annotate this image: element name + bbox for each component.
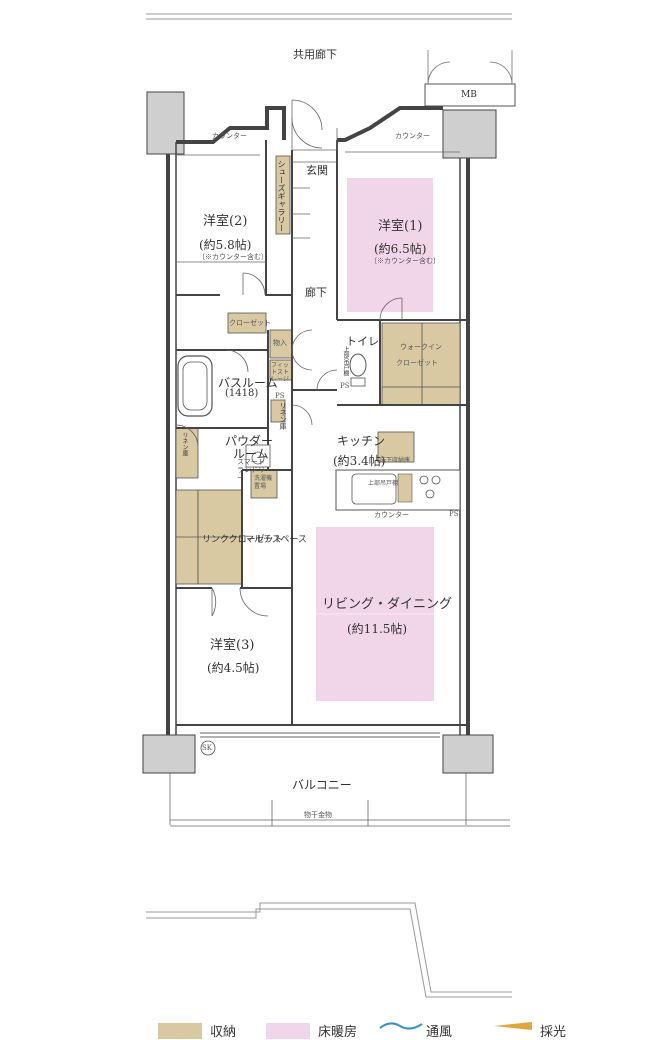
ps-label-bath: PS [275,392,285,400]
room2-area: (約5.8帖) [199,238,252,252]
kitchen-area: (約3.4帖) [333,454,386,468]
mb-label: MB [461,90,477,100]
storage-label: 物入 [273,339,287,347]
room2-note: 〔※カウンター含む〕 [198,253,268,261]
toilet-shelf-label: 上部吊戸棚 [342,346,349,376]
closet-label: クローゼット [229,319,271,327]
multi-space-label: マルチスペース [245,535,307,545]
walkin-label: ウォークイン [400,343,442,351]
link-closet-label: リンククローゼット [202,535,283,545]
shoe-storage [275,155,291,235]
ps-label-kitchen: PS [449,510,459,518]
counter-right-label: カウンター [395,132,430,140]
powder-label: パウダー [225,434,274,448]
legend-wind-icon [379,1022,423,1030]
washer-space [250,469,278,499]
sk-drain [200,740,216,756]
closet-room2 [227,312,267,334]
bath-size: (1418) [225,388,259,399]
counter-kitchen-label: カウンター [374,511,409,519]
legend-swatch-floorheat [266,1023,310,1039]
legend-swatch-storage [158,1023,202,1039]
linen-label: リネン庫 [279,402,287,430]
kitchen-label: キッチン [337,434,386,448]
counter-left-label: カウンター [212,132,247,140]
fit-storage-label: フィットストレージ [271,362,290,383]
room1-area: (約6.5帖) [374,242,427,256]
washer-label: 洗濯機置場 [254,475,273,490]
living-label: リビング・ダイニング [322,597,453,612]
bath-label: バスルーム [218,376,278,390]
smart-laundry-label: スマートランドリー [237,458,265,482]
room3-area: (約4.5帖) [207,661,260,675]
linen2-label: リネン庫 [181,432,188,456]
walkin-label-2: クローゼット [396,359,438,367]
entrance-label: 玄関 [306,164,328,177]
legend-light-icon [494,1022,532,1030]
floorheat-room1 [347,178,433,312]
room2-label: 洋室(2) [203,214,248,229]
ps-label-1: PS [340,382,350,390]
room1-note: 〔※カウンター含む〕 [370,257,440,265]
mb-box [424,50,516,107]
toilet-label: トイレ [346,335,379,348]
sk-label: SK [202,744,213,752]
kitchen-shelf-label: 上部吊戸棚 [368,480,399,487]
living-area: (約11.5帖) [347,622,408,636]
kitchen-cabinet-label: 床下収納庫 [380,457,411,464]
room3-label: 洋室(3) [210,638,255,653]
balcony-label: バルコニー [292,778,352,792]
column-bottom-right [442,734,494,774]
corridor-label: 共用廊下 [293,48,337,61]
column-top-left [146,91,185,155]
column-bottom-left [142,734,196,774]
bathtub [177,355,213,417]
powder-label-2: ルーム [233,447,269,461]
shoe-gallery-label: シューズギャラリー [277,160,286,232]
hanger-label: 物干金物 [304,811,332,819]
column-top-right [442,109,497,159]
room1-label: 洋室(1) [378,219,423,234]
hallway-label: 廊下 [305,286,327,299]
